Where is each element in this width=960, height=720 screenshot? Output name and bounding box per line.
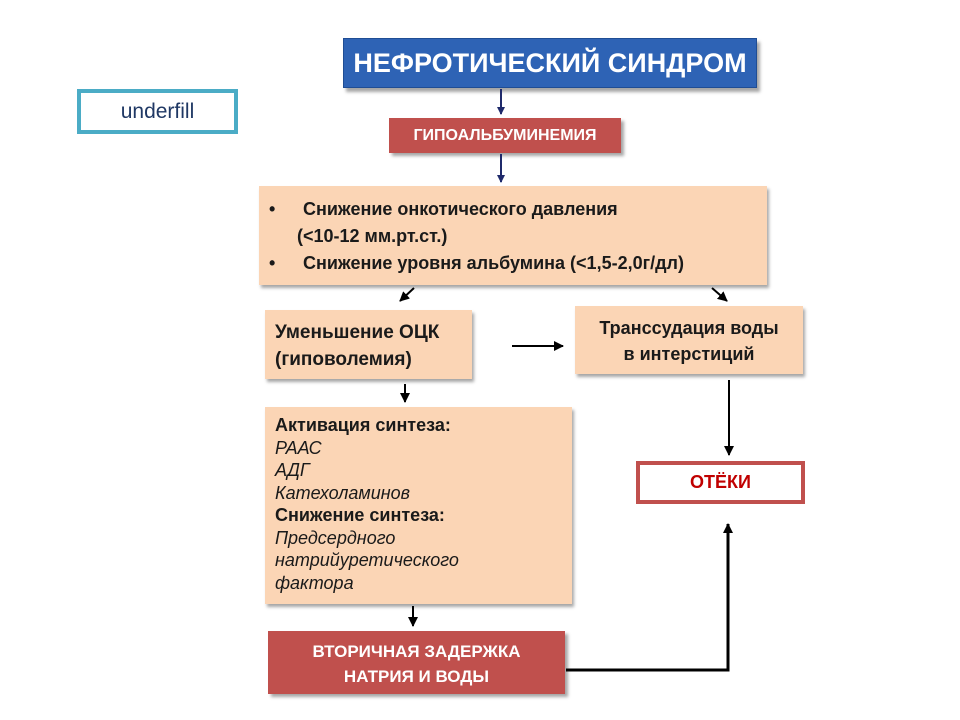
underfill-label: underfill — [120, 99, 195, 123]
arrow-bullets-to-transudation — [711, 287, 728, 302]
bullet-item-1-line2: (<10-12 мм.рт.ст.) — [297, 226, 448, 246]
activation-item-raas: РААС — [275, 437, 322, 458]
transudation-line2: в интерстиций — [623, 344, 755, 364]
secondary-line1: ВТОРИЧНАЯ ЗАДЕРЖКА — [312, 642, 521, 661]
bullet-item-2: • Снижение уровня альбумина (<1,5-2,0г/д… — [267, 250, 759, 277]
title-box: НЕФРОТИЧЕСКИЙ СИНДРОМ — [343, 38, 757, 88]
activation-box: Активация синтеза: РААС АДГ Катехоламино… — [265, 407, 572, 604]
arrow-bullets-to-hypovolemia — [399, 287, 415, 302]
secondary-retention-box: ВТОРИЧНАЯ ЗАДЕРЖКА НАТРИЯ И ВОДЫ — [268, 631, 565, 694]
reduction-item-3: фактора — [275, 572, 354, 593]
hypoalbuminemia-label: ГИПОАЛЬБУМИНЕМИЯ — [413, 126, 597, 144]
transudation-box: Транссудация воды в интерстиций — [575, 306, 803, 374]
hypovolemia-box: Уменьшение ОЦК (гиповолемия) — [265, 310, 472, 379]
bullet-item-1: • Снижение онкотического давления — [267, 196, 759, 223]
reduction-heading: Снижение синтеза: — [275, 505, 445, 525]
arrow-secondary-to-edema — [566, 523, 733, 672]
bullet-item-2-text: Снижение уровня альбумина (<1,5-2,0г/дл) — [303, 253, 684, 273]
edema-label: ОТЁКИ — [690, 472, 751, 492]
hypoalbuminemia-box: ГИПОАЛЬБУМИНЕМИЯ — [389, 118, 621, 153]
activation-heading: Активация синтеза: — [275, 415, 451, 435]
secondary-line2: НАТРИЯ И ВОДЫ — [343, 667, 490, 686]
activation-item-adh: АДГ — [275, 460, 310, 480]
reduction-item-2: натрийуретического — [275, 550, 459, 570]
transudation-line1: Транссудация воды — [599, 318, 779, 338]
reduction-item-1: Предсердного — [275, 527, 396, 548]
hypovolemia-line2: (гиповолемия) — [275, 349, 412, 370]
bullet-item-1-line1: Снижение онкотического давления — [303, 199, 618, 219]
bullet-box: • Снижение онкотического давления (<10-1… — [259, 186, 767, 285]
page-title: НЕФРОТИЧЕСКИЙ СИНДРОМ — [353, 47, 747, 78]
activation-item-catecholamines: Катехоламинов — [275, 482, 411, 503]
underfill-box: underfill — [77, 89, 238, 134]
edema-box: ОТЁКИ — [636, 461, 805, 504]
hypovolemia-line1: Уменьшение ОЦК — [275, 322, 440, 343]
bullet-dot-icon: • — [269, 199, 276, 219]
bullet-dot-icon: • — [269, 253, 276, 273]
